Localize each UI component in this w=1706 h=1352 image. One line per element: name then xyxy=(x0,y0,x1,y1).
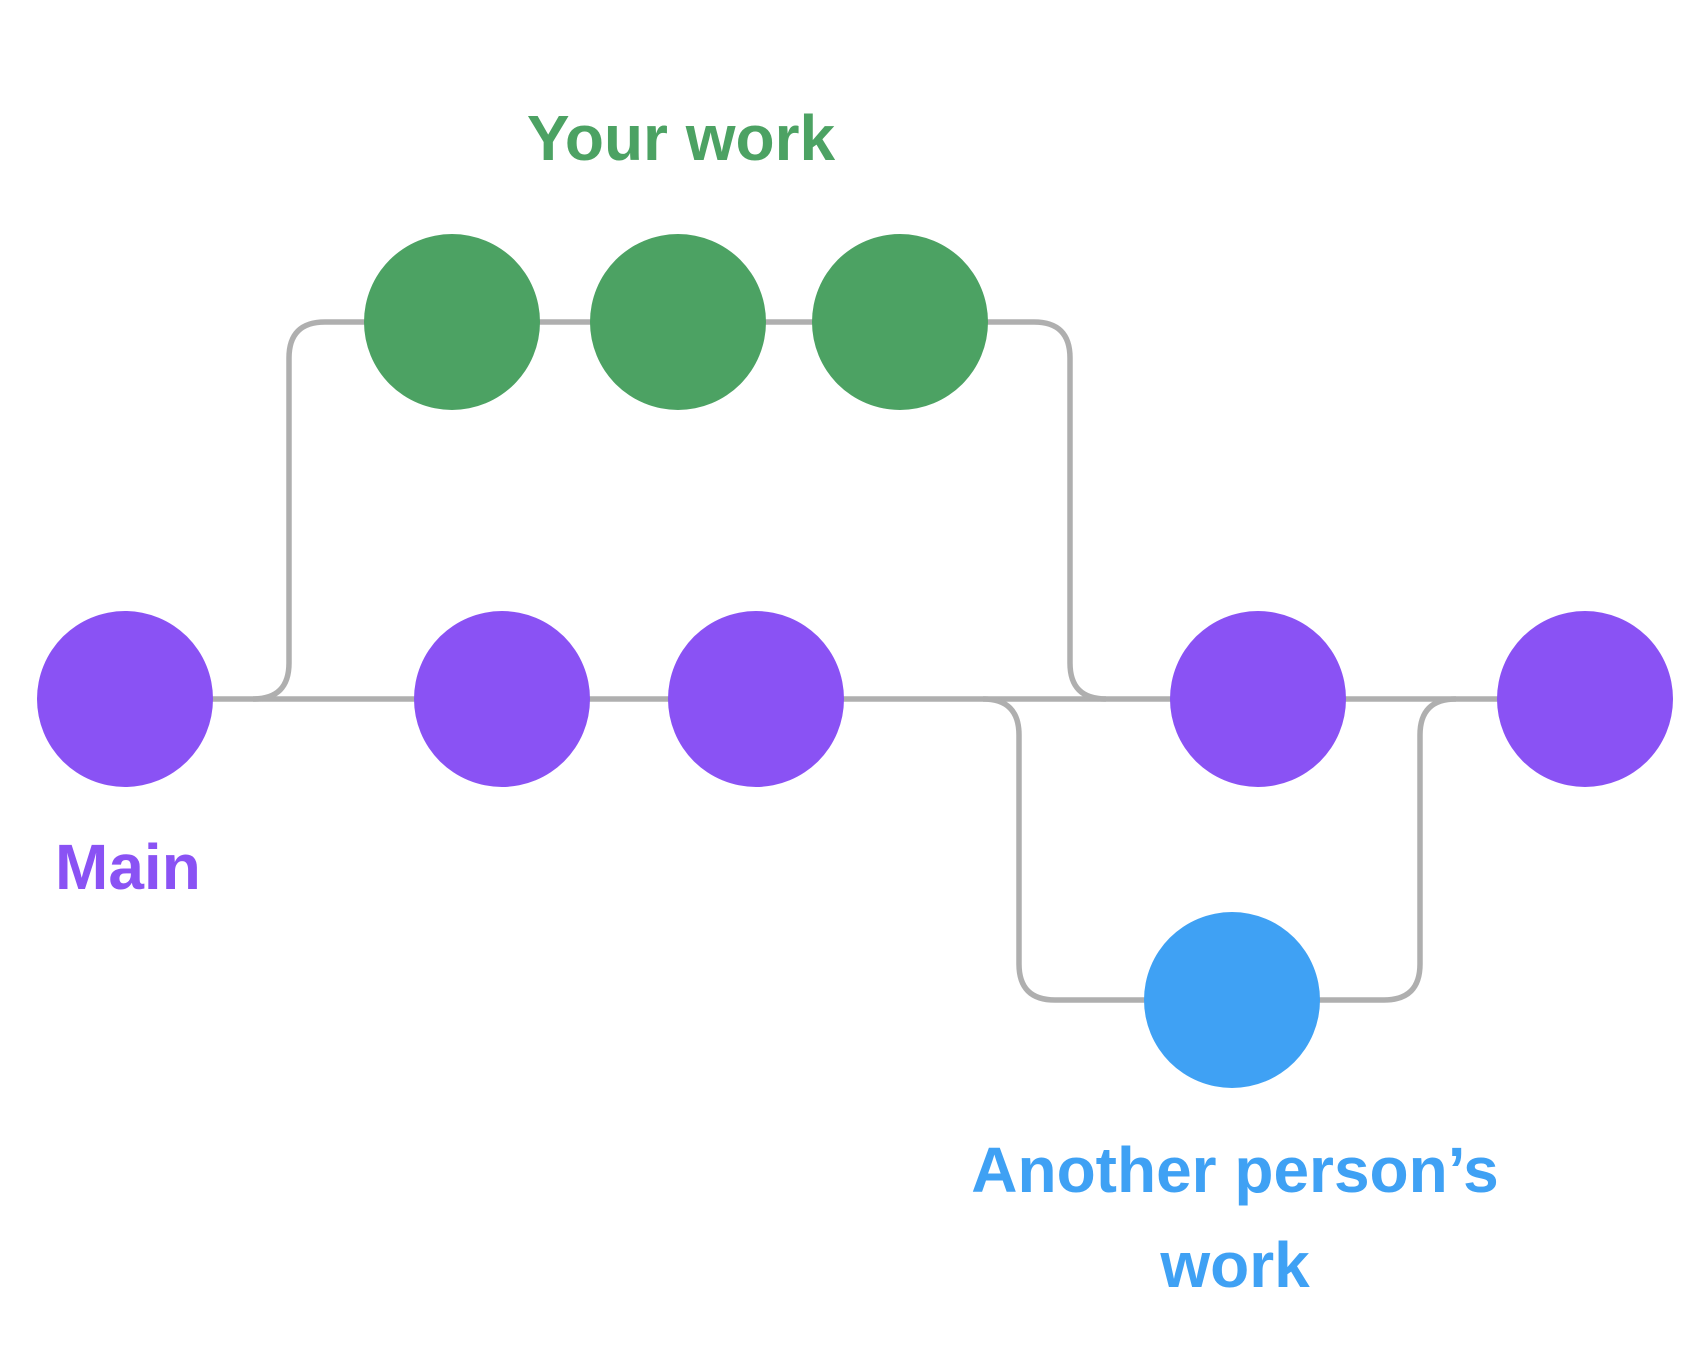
commit-node-main-4 xyxy=(1170,611,1346,787)
commit-node-your-work-2 xyxy=(590,234,766,410)
branch-connector-lines xyxy=(125,319,1585,1003)
commit-nodes xyxy=(37,234,1673,1088)
commit-node-main-3 xyxy=(668,611,844,787)
label-another-persons-work-line2: work xyxy=(1159,1229,1310,1301)
commit-node-your-work-3 xyxy=(812,234,988,410)
commit-node-another-persons-work-1 xyxy=(1144,912,1320,1088)
label-your-work: Your work xyxy=(527,102,836,174)
label-main: Main xyxy=(55,831,201,903)
label-another-persons-work-line1: Another person’s xyxy=(971,1134,1498,1206)
commit-node-main-5 xyxy=(1497,611,1673,787)
commit-node-main-1 xyxy=(37,611,213,787)
commit-node-your-work-1 xyxy=(364,234,540,410)
commit-node-main-2 xyxy=(414,611,590,787)
